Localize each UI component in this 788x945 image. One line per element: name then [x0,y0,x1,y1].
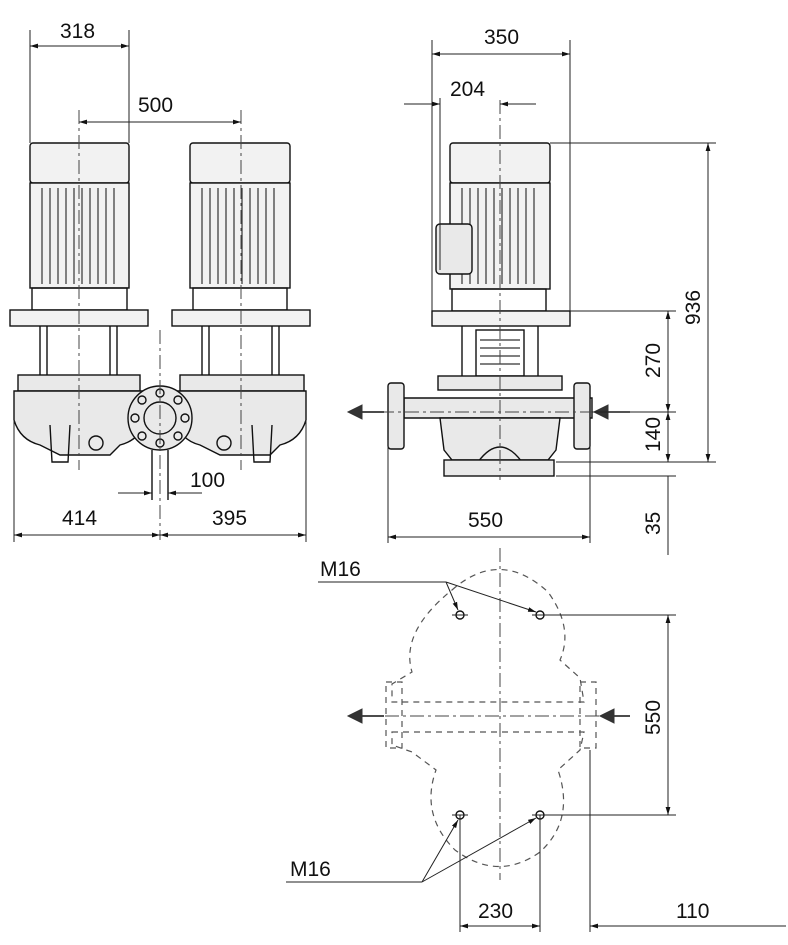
dim-side-pump-height: 270 [642,343,665,378]
bolt-hole [452,610,468,620]
dim-side-port-to-port: 550 [468,509,503,532]
dim-plan-offset: 110 [676,900,709,923]
dim-side-motor-offset: 204 [450,78,485,101]
dim-front-left-to-center: 414 [62,507,97,530]
front-view: 318 500 100 414 395 [9,20,311,542]
dim-front-motor-width: 318 [60,20,95,43]
dim-side-motor-width: 350 [484,26,519,49]
dim-side-overall-height: 936 [682,290,705,325]
dim-front-center-offset: 100 [190,469,225,492]
terminal-box [435,223,473,275]
bolt-label-bottom: M16 [290,858,331,881]
dim-plan-bolt-spacing-y: 550 [642,700,665,735]
dim-side-port-height: 140 [642,417,665,452]
plan-view: M16 M16 550 230 110 [286,548,786,932]
dim-front-center-to-right: 395 [212,507,247,530]
bolt-label-top: M16 [320,558,361,581]
bolt-hole [532,610,548,620]
dim-plan-bolt-spacing-x: 230 [478,900,513,923]
side-view: 350 204 936 270 140 35 550 [346,26,716,555]
right-motor [171,142,311,463]
dim-front-center-distance: 500 [138,94,173,117]
dim-side-base-height: 35 [642,512,665,535]
